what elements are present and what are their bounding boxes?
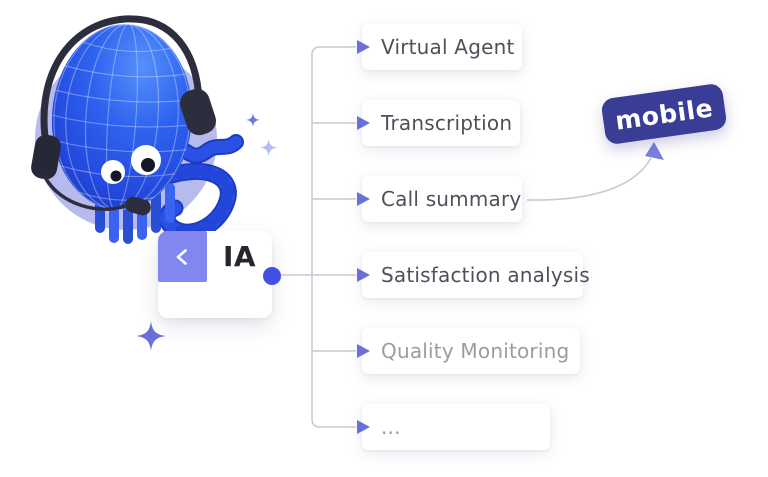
sparkle-icon-large: [136, 321, 166, 351]
arrow-right-icon: [357, 344, 370, 358]
octopus-mascot-illustration: [31, 15, 244, 244]
chevron-left-icon: [176, 248, 187, 265]
feature-box: Call summary: [362, 176, 522, 222]
feature-label: ...: [381, 415, 401, 439]
sparkle-icon-light: [260, 139, 278, 157]
ia-node-card: IA: [158, 231, 272, 318]
feature-box: Transcription: [362, 100, 520, 146]
arrow-right-icon: [357, 40, 370, 54]
feature-box: Satisfaction analysis: [362, 252, 590, 298]
feature-label: Call summary: [381, 187, 522, 211]
sparkle-icon-small: [246, 113, 260, 127]
arrow-right-icon: [357, 420, 370, 434]
feature-label: Satisfaction analysis: [381, 263, 590, 287]
connector-dot: [263, 267, 281, 285]
feature-box: Quality Monitoring: [362, 328, 580, 374]
mic-icon: [125, 196, 151, 216]
arrow-right-icon: [357, 116, 370, 130]
arrow-right-icon: [357, 192, 370, 206]
mobile-badge-label: mobile: [613, 92, 715, 136]
ia-node-label: IA: [222, 240, 257, 273]
feature-label: Transcription: [381, 111, 513, 135]
arrow-up-icon: [645, 142, 664, 160]
feature-label: Virtual Agent: [381, 35, 515, 59]
feature-box: ...: [362, 404, 550, 450]
feature-label: Quality Monitoring: [381, 339, 570, 363]
feature-box: Virtual Agent: [362, 24, 522, 70]
arrow-right-icon: [357, 268, 370, 282]
headset: [31, 15, 216, 216]
collapse-chevron-button[interactable]: [158, 231, 207, 282]
mascot-eyes: [101, 145, 161, 184]
curve-to-mobile: [526, 157, 652, 201]
mic-arm: [43, 175, 127, 211]
